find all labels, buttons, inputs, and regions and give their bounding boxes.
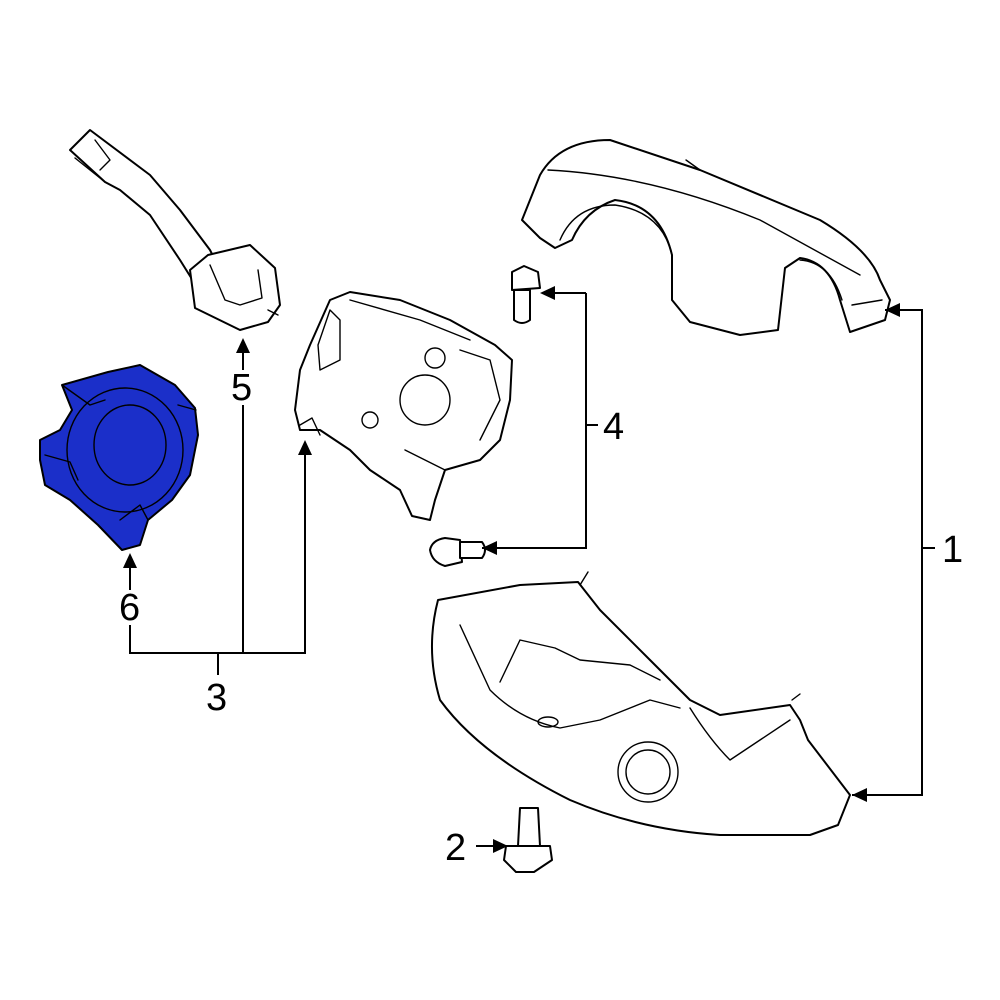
callout-3: 3 xyxy=(206,677,227,719)
screw-lower-part-4[interactable] xyxy=(429,537,486,567)
switch-housing[interactable] xyxy=(294,291,513,521)
lower-column-shroud[interactable] xyxy=(430,571,851,836)
callout-1: 1 xyxy=(942,529,963,571)
callout-2: 2 xyxy=(445,827,466,869)
callout-4: 4 xyxy=(603,406,624,448)
screw-upper-part-4[interactable] xyxy=(511,265,541,324)
callout-5: 5 xyxy=(231,367,252,409)
callout-labels: 1 2 3 4 5 6 xyxy=(119,367,963,869)
clockspring-part-6[interactable] xyxy=(39,364,199,551)
upper-column-shroud[interactable] xyxy=(521,139,891,336)
shroud-bolt-part-2[interactable] xyxy=(503,807,553,873)
callout-6: 6 xyxy=(119,587,140,629)
arrowheads xyxy=(123,286,900,853)
leader-lines xyxy=(129,292,935,847)
multifunction-switch-lever[interactable] xyxy=(69,129,281,331)
